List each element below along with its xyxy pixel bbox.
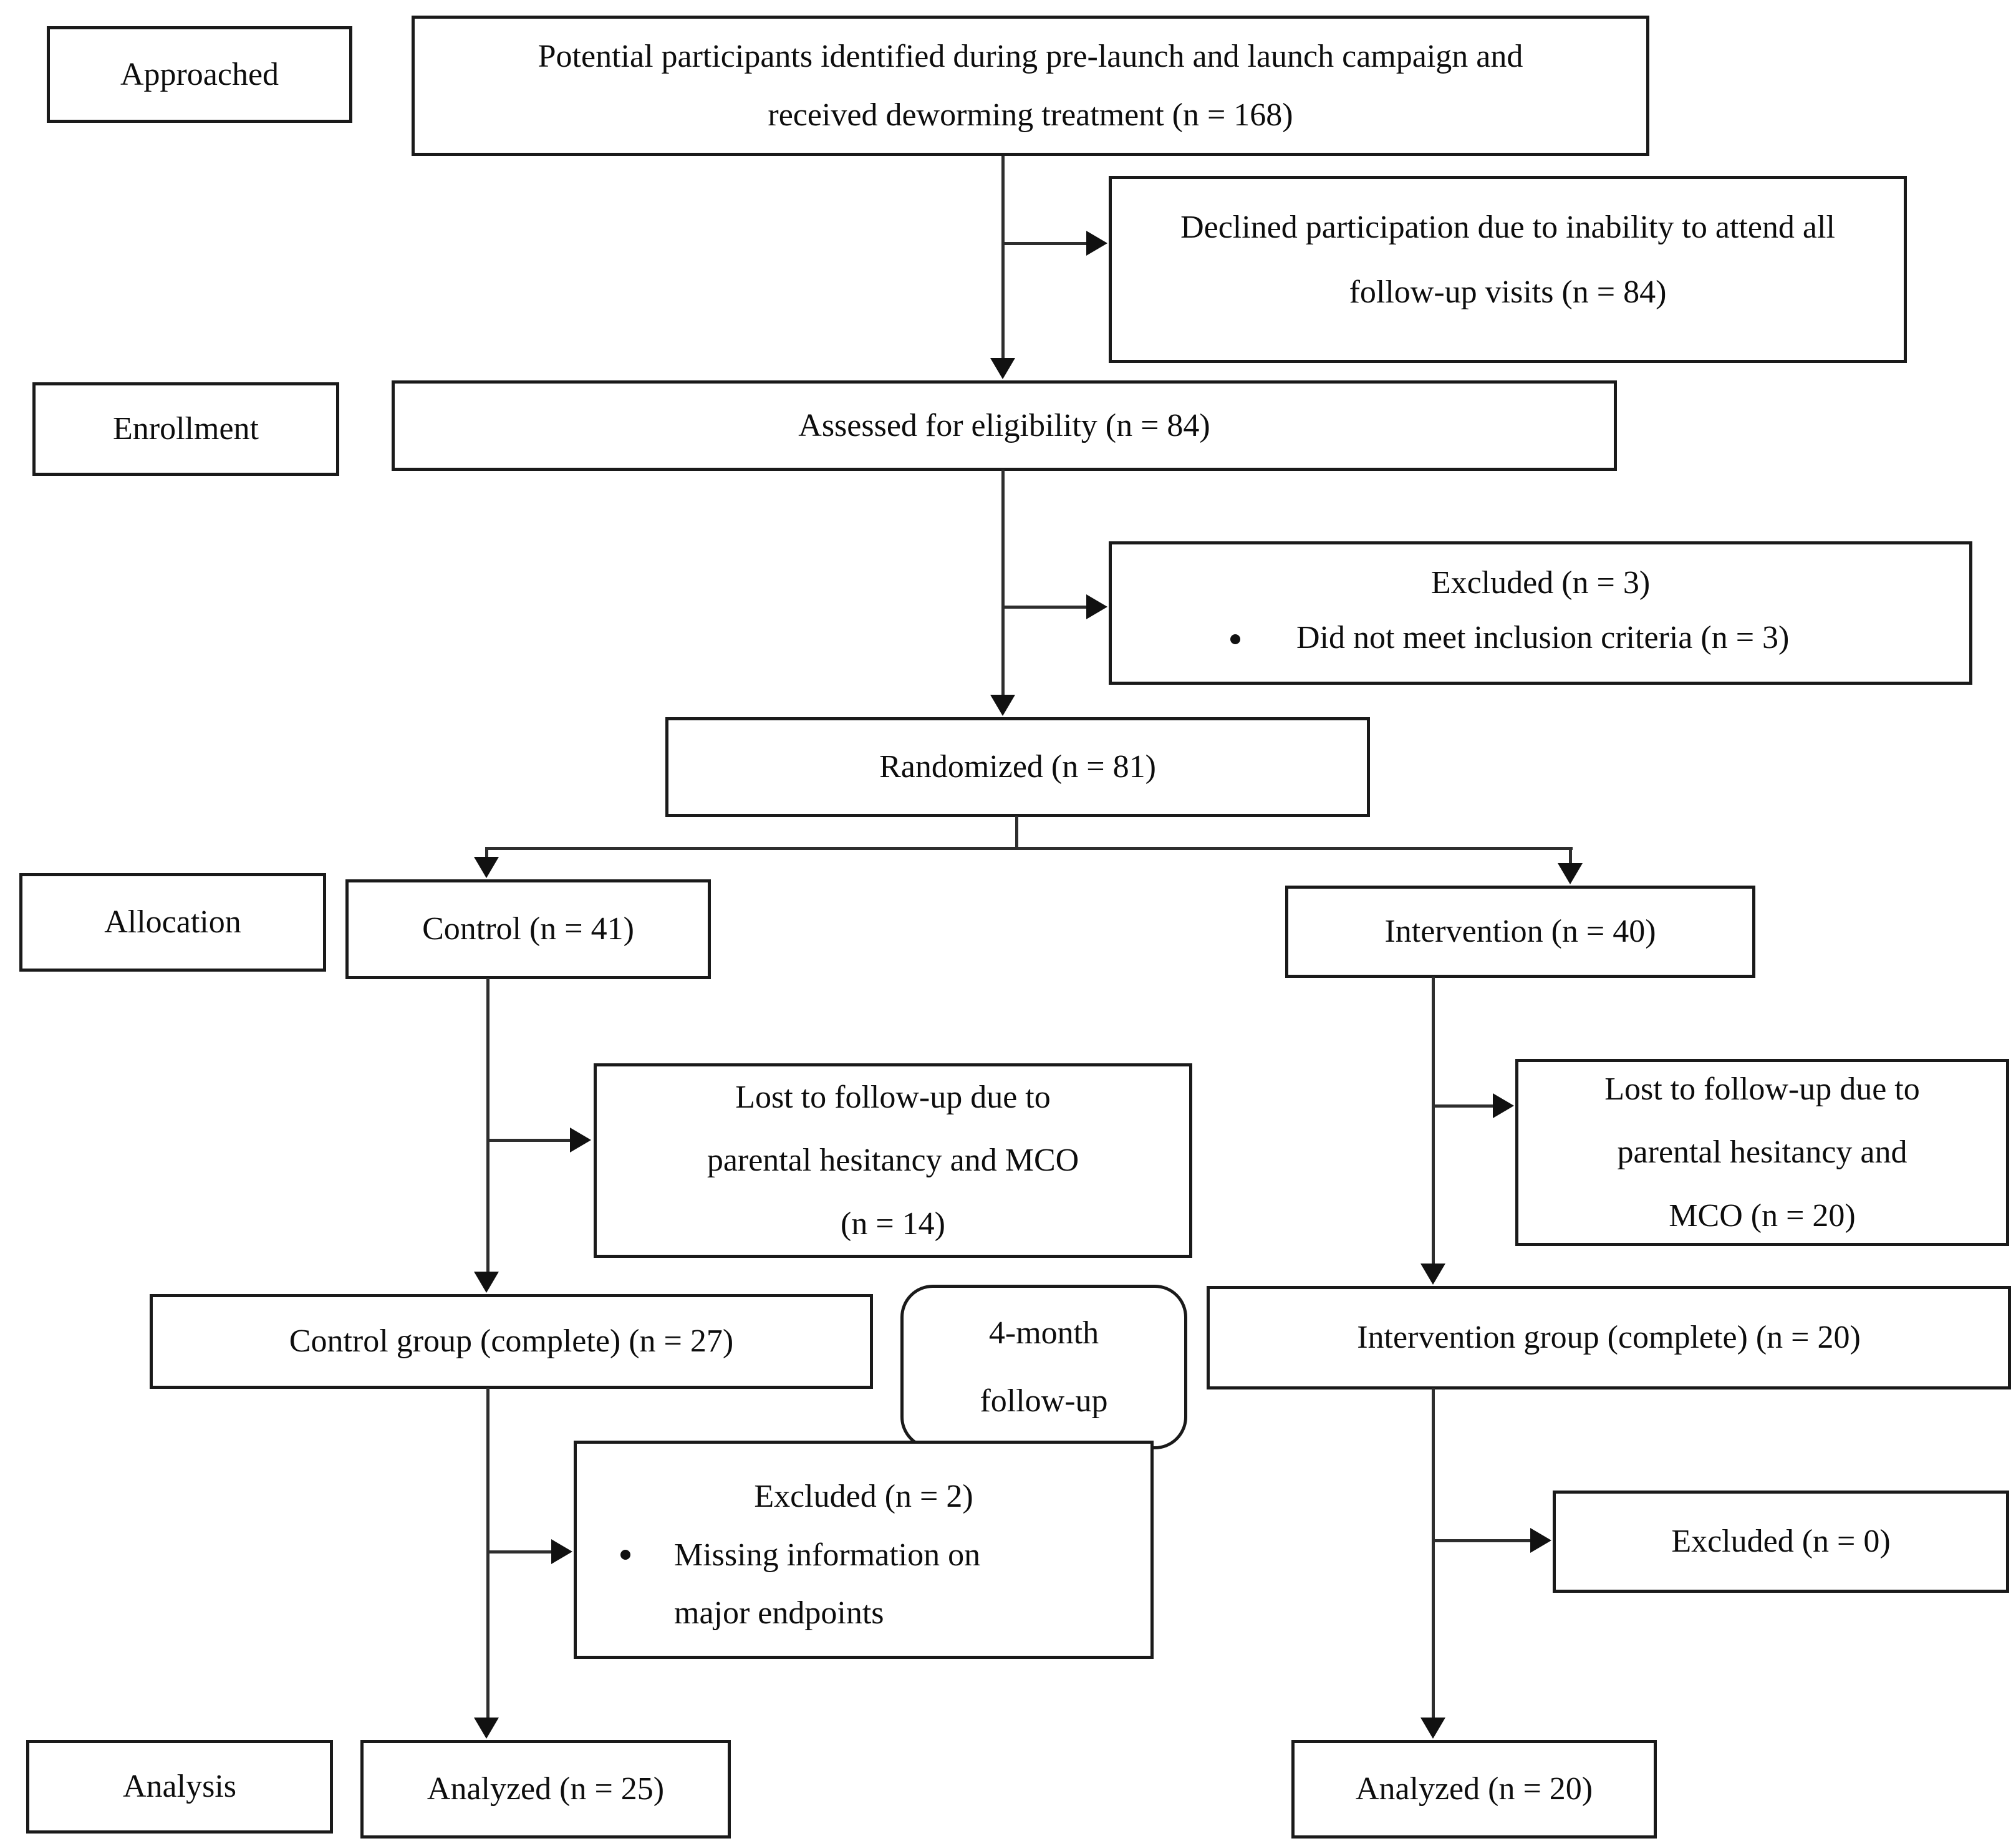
stage-label-text: Enrollment — [113, 411, 259, 447]
connector-assessed-randomized — [1001, 470, 1005, 696]
arrowhead-into-declined — [1086, 231, 1107, 256]
arrowhead-into-excluded-enrollment — [1086, 594, 1107, 619]
box-control-complete-text: Control group (complete) (n = 27) — [289, 1323, 734, 1360]
excluded-enrollment-title: Excluded (n = 3) — [1430, 565, 1651, 601]
box-intervention-complete-text: Intervention group (complete) (n = 20) — [1357, 1320, 1861, 1356]
arrowhead-into-lost-intervention — [1493, 1093, 1514, 1118]
box-excluded-intervention: Excluded (n = 0) — [1553, 1491, 2009, 1593]
arrowhead-into-intervention-complete — [1420, 1264, 1445, 1285]
arrowhead-into-excluded-control — [551, 1539, 572, 1564]
connector-split-control-stub — [485, 847, 488, 861]
box-intervention: Intervention (n = 40) — [1285, 886, 1755, 978]
box-lost-intervention-text: Lost to follow-up due to parental hesita… — [1604, 1071, 1920, 1234]
excluded-enrollment-bullet-row: Did not meet inclusion criteria (n = 3) — [1112, 611, 1969, 665]
connector-branch-lost-control — [488, 1139, 572, 1142]
connector-intervention-complete — [1432, 977, 1435, 1267]
box-analyzed-intervention: Analyzed (n = 20) — [1291, 1740, 1657, 1839]
excluded-control-title: Excluded (n = 2) — [754, 1479, 973, 1514]
excluded-control-bullet-text: Missing information on major endpoints — [674, 1537, 981, 1631]
box-declined-text: Declined participation due to inability … — [1180, 210, 1835, 310]
box-lost-intervention: Lost to follow-up due to parental hesita… — [1515, 1059, 2009, 1246]
arrowhead-into-randomized — [990, 695, 1015, 716]
connector-randomized-split — [1015, 816, 1018, 849]
connector-branch-excluded-control — [488, 1550, 554, 1553]
connector-intervention-analyzed — [1432, 1388, 1435, 1719]
connector-split-bar — [486, 847, 1573, 850]
arrowhead-into-control-complete — [474, 1272, 499, 1293]
stage-label-text: Approached — [120, 56, 279, 92]
bullet-dot-icon — [620, 1549, 630, 1560]
stage-label-text: Allocation — [104, 904, 241, 940]
arrowhead-into-analyzed-control — [474, 1718, 499, 1739]
box-analyzed-control: Analyzed (n = 25) — [360, 1740, 731, 1839]
box-randomized-text: Randomized (n = 81) — [879, 749, 1156, 785]
connector-branch-excluded-enrollment — [1003, 606, 1088, 609]
box-intervention-text: Intervention (n = 40) — [1384, 914, 1656, 950]
box-excluded-enrollment: Excluded (n = 3) Did not meet inclusion … — [1109, 541, 1972, 685]
stage-label-approached: Approached — [47, 26, 352, 123]
arrowhead-into-intervention — [1558, 863, 1583, 884]
box-identified-text: Potential participants identified during… — [538, 38, 1523, 133]
box-analyzed-control-text: Analyzed (n = 25) — [427, 1771, 665, 1807]
connector-branch-declined — [1003, 242, 1088, 245]
stage-label-text: Analysis — [123, 1769, 236, 1805]
box-control-text: Control (n = 41) — [422, 911, 634, 947]
stage-label-analysis: Analysis — [26, 1740, 333, 1834]
arrowhead-into-lost-control — [570, 1128, 591, 1152]
box-randomized: Randomized (n = 81) — [665, 717, 1370, 817]
box-control-complete: Control group (complete) (n = 27) — [150, 1294, 873, 1389]
box-identified: Potential participants identified during… — [412, 16, 1649, 156]
box-lost-control: Lost to follow-up due to parental hesita… — [594, 1063, 1192, 1258]
box-assessed: Assessed for eligibility (n = 84) — [392, 380, 1617, 471]
stage-label-enrollment: Enrollment — [32, 382, 339, 476]
connector-identified-assessed — [1001, 156, 1005, 362]
excluded-control-bullet-row: Missing information on major endpoints — [577, 1526, 1150, 1643]
box-analyzed-intervention-text: Analyzed (n = 20) — [1355, 1771, 1593, 1807]
connector-branch-excluded-intervention — [1433, 1539, 1530, 1542]
box-lost-control-text: Lost to follow-up due to parental hesita… — [707, 1079, 1079, 1242]
excluded-enrollment-bullet-text: Did not meet inclusion criteria (n = 3) — [1296, 620, 1790, 656]
stage-label-allocation: Allocation — [19, 873, 326, 972]
box-declined: Declined participation due to inability … — [1109, 176, 1907, 363]
connector-control-complete — [486, 978, 490, 1273]
arrowhead-into-assessed — [990, 358, 1015, 379]
box-intervention-complete: Intervention group (complete) (n = 20) — [1207, 1286, 2011, 1389]
box-excluded-intervention-text: Excluded (n = 0) — [1671, 1524, 1891, 1560]
box-control: Control (n = 41) — [345, 879, 711, 979]
arrowhead-into-analyzed-intervention — [1420, 1718, 1445, 1739]
box-followup-note: 4-month follow-up — [900, 1285, 1187, 1449]
connector-split-intervention-stub — [1569, 847, 1572, 866]
bullet-dot-icon — [1230, 634, 1240, 645]
connector-branch-lost-intervention — [1433, 1104, 1493, 1108]
box-followup-note-text: 4-month follow-up — [980, 1315, 1108, 1419]
arrowhead-into-control — [474, 857, 499, 878]
arrowhead-into-excluded-intervention — [1530, 1528, 1551, 1553]
box-excluded-control: Excluded (n = 2) Missing information on … — [574, 1441, 1154, 1659]
box-assessed-text: Assessed for eligibility (n = 84) — [798, 407, 1210, 443]
